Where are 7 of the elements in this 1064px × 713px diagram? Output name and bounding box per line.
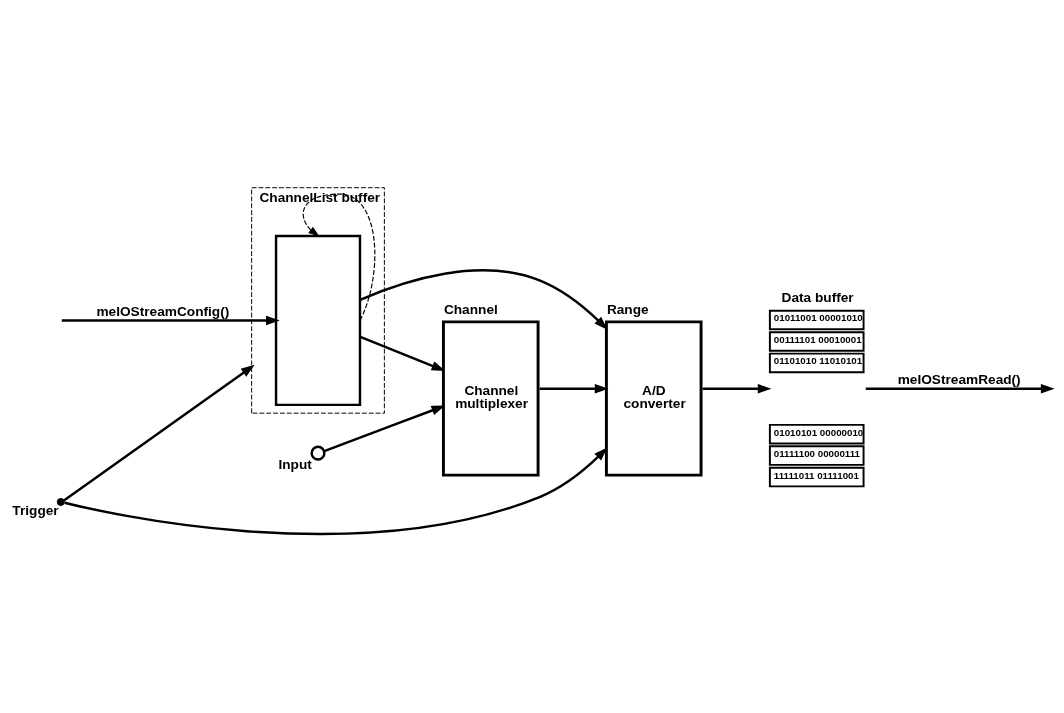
node-label: Channel	[443, 301, 498, 317]
node-label: Range	[606, 301, 649, 317]
edge-label: meIOStreamConfig()	[96, 303, 230, 319]
edge-label: meIOStreamRead()	[897, 371, 1021, 387]
node-label: Data buffer	[781, 289, 854, 305]
node-label: Trigger	[12, 502, 59, 518]
node-label: Input	[278, 456, 312, 472]
